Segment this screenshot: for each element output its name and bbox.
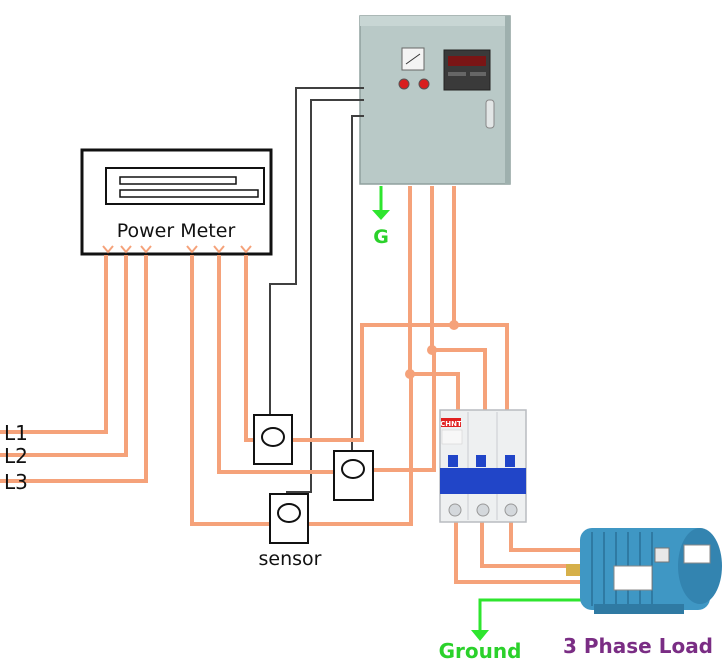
circuit-breaker-icon — [439, 409, 527, 523]
ground-g-label: G — [373, 226, 389, 248]
control-cabinet-icon — [359, 15, 511, 185]
ground-label: Ground — [439, 639, 522, 662]
ground-arrow-icon — [372, 210, 489, 641]
l1-label: L1 — [4, 421, 28, 445]
ground-wires — [379, 186, 586, 632]
motor-icon — [566, 528, 722, 614]
junction-dots — [405, 320, 459, 379]
power-meter-label: Power Meter — [117, 220, 236, 242]
sensor-label: sensor — [259, 548, 322, 570]
current-sensor-icon — [333, 450, 374, 501]
load-label: 3 Phase Load — [563, 634, 713, 658]
l3-label: L3 — [4, 470, 28, 494]
meter-terminals — [102, 245, 252, 254]
breaker-brand-label: CHNT — [440, 420, 462, 428]
l2-label: L2 — [4, 444, 28, 468]
current-sensor-icon — [253, 414, 293, 465]
power-meter — [80, 148, 273, 256]
current-sensor-icon — [269, 493, 309, 544]
